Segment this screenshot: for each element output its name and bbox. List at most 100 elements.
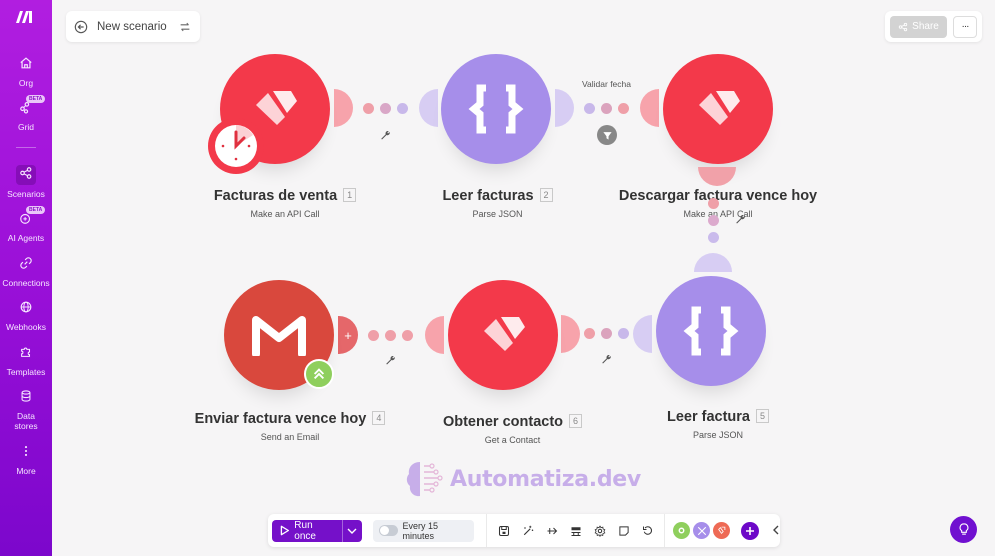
sidebar-item-scenarios[interactable]: Scenarios — [0, 165, 52, 199]
module-4-success-badge[interactable] — [304, 359, 334, 389]
module-2-input-handle[interactable] — [419, 89, 438, 127]
schedule-trigger-badge[interactable] — [208, 118, 264, 174]
sticky-note-icon — [618, 525, 629, 536]
magic-wand-icon — [523, 525, 533, 535]
schedule-toggle[interactable] — [378, 525, 398, 536]
sidebar-item-label: Org — [18, 78, 34, 88]
lightbulb-icon — [959, 523, 968, 535]
module-6-input-handle[interactable] — [425, 316, 444, 354]
sticky-note-button[interactable] — [617, 524, 630, 537]
play-icon — [280, 525, 290, 536]
scenario-title[interactable]: New scenario — [97, 20, 167, 33]
module-number: 6 — [569, 414, 583, 428]
module-name: Leer facturas — [442, 188, 534, 204]
scenario-actions: Share ··· — [885, 11, 982, 42]
filter-button[interactable] — [597, 125, 617, 145]
schedule-setting[interactable]: Every 15 minutes — [372, 519, 475, 542]
json-braces-icon — [468, 84, 524, 134]
add-favorite-app-button[interactable] — [741, 521, 760, 540]
globe-icon — [20, 301, 32, 313]
connector-dot — [380, 103, 391, 114]
clock-icon — [215, 125, 257, 167]
more-options-button[interactable]: ··· — [953, 15, 977, 38]
run-options-dropdown[interactable] — [343, 520, 362, 542]
module-descargar-factura[interactable] — [663, 54, 773, 164]
sidebar-item-grid[interactable]: BETA Grid — [0, 95, 52, 132]
sidebar-item-webhooks[interactable]: Webhooks — [0, 299, 52, 332]
module-action: Parse JSON — [692, 430, 743, 440]
module-5-output-handle[interactable] — [633, 315, 652, 353]
module-name: Facturas de venta — [213, 188, 338, 204]
help-button[interactable] — [950, 516, 977, 543]
sidebar-item-label: Webhooks — [5, 322, 46, 332]
module-number: 1 — [343, 188, 357, 202]
module-name: Obtener contacto — [442, 414, 564, 430]
sidebar-item-label: Data — [17, 411, 35, 421]
schedule-label: Every 15 minutes — [402, 520, 439, 541]
sidebar-item-data-stores[interactable]: Data stores — [0, 388, 52, 431]
wrench-icon[interactable] — [600, 353, 612, 365]
connector-dot — [402, 330, 413, 341]
connector-dot — [618, 328, 629, 339]
connector-dot — [601, 103, 612, 114]
watermark-text: Automatiza.dev — [450, 466, 641, 492]
add-module-button[interactable]: + — [338, 316, 358, 354]
module-5-input-handle[interactable] — [694, 253, 732, 272]
notes-button[interactable] — [569, 524, 582, 537]
module-6-output-handle[interactable] — [561, 315, 580, 353]
module-3-input-handle[interactable] — [640, 89, 659, 127]
save-icon — [498, 525, 509, 536]
chevrons-up-icon — [313, 368, 325, 380]
bottom-toolbar: Run once Every 15 minutes — [268, 514, 780, 547]
undo-button[interactable] — [641, 524, 654, 537]
settings-icon — [594, 524, 605, 537]
gmail-logo-icon — [252, 316, 306, 356]
module-1-output-handle[interactable] — [334, 89, 353, 127]
airplane-icon — [547, 527, 557, 534]
scenario-header: New scenario — [66, 11, 200, 42]
make-logo[interactable] — [0, 10, 52, 29]
sidebar-item-label: stores — [14, 421, 38, 431]
share-button[interactable]: Share — [890, 15, 947, 38]
wrench-icon[interactable] — [379, 129, 391, 141]
module-leer-factura[interactable] — [656, 276, 766, 386]
sidebar-item-connections[interactable]: Connections — [0, 255, 52, 288]
holded-app-button[interactable] — [713, 522, 731, 539]
module-action: Make an API Call — [250, 209, 320, 219]
flow-control-app-button[interactable] — [693, 522, 711, 539]
connector-dot — [363, 103, 374, 114]
module-leer-facturas[interactable] — [441, 54, 551, 164]
wrench-icon[interactable] — [384, 354, 396, 366]
sidebar-item-org[interactable]: Org — [0, 55, 52, 88]
module-name: Enviar factura vence hoy — [194, 411, 367, 427]
auto-align-button[interactable] — [521, 524, 534, 537]
swap-arrows-icon[interactable] — [178, 20, 192, 34]
beta-badge: BETA — [26, 95, 46, 103]
gear-icon — [678, 527, 685, 534]
run-once-button[interactable]: Run once — [272, 519, 343, 542]
module-2-output-handle[interactable] — [555, 89, 574, 127]
explain-flow-button[interactable] — [545, 524, 558, 537]
connector-dot — [601, 328, 612, 339]
scenario-settings-button[interactable] — [593, 524, 606, 537]
back-arrow-icon[interactable] — [74, 20, 88, 34]
json-braces-icon — [683, 306, 739, 356]
save-button[interactable] — [497, 524, 510, 537]
sidebar-item-more[interactable]: More — [0, 443, 52, 476]
filter-label[interactable]: Validar fecha — [582, 79, 631, 89]
toolbar-divider — [664, 514, 666, 547]
module-label: Facturas de venta 1 Make an API Call — [195, 187, 375, 219]
module-3-output-handle[interactable] — [698, 167, 736, 186]
chevron-left-icon — [773, 525, 779, 534]
filter-funnel-icon — [602, 131, 612, 140]
sidebar-item-templates[interactable]: Templates — [0, 344, 52, 377]
collapse-toolbar-button[interactable] — [772, 524, 780, 538]
share-icon — [898, 22, 908, 31]
sidebar-item-ai-agents[interactable]: BETA AI Agents — [0, 206, 52, 243]
module-obtener-contacto[interactable] — [448, 280, 558, 390]
sidebar-item-label: Grid — [17, 122, 35, 132]
tools-app-button[interactable] — [673, 522, 691, 539]
wrench-icon[interactable] — [734, 213, 746, 225]
